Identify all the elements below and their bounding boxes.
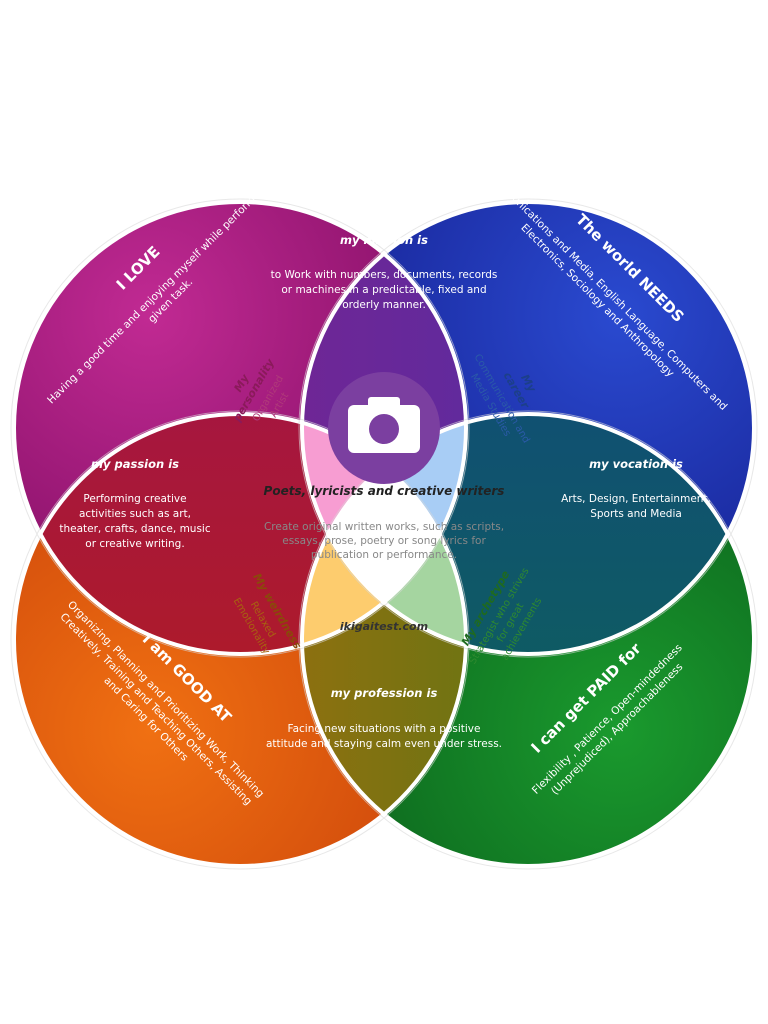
circle-outlines (12, 200, 756, 868)
profession-text-line2: attitude and staying calm even under str… (266, 738, 502, 750)
passion-text-line4: or creative writing. (85, 538, 184, 550)
profession-title: my profession is (331, 686, 438, 700)
profession-text-line1: Facing new situations with a positive (288, 723, 481, 735)
passion-text-line1: Performing creative (83, 493, 186, 505)
center-title: Poets, lyricists and creative writers (264, 484, 505, 498)
center-desc-line1: Create original written works, such as s… (264, 521, 504, 533)
camera-icon (328, 372, 440, 484)
mission-text-line2: or machines in a predictable, fixed and (281, 284, 486, 296)
passion-title: my passion is (91, 457, 179, 471)
center-desc-line3: publication or performance. (311, 549, 457, 561)
passion-label-group: my passion is Performing creative activi… (59, 457, 210, 550)
mission-text-line1: to Work with numbers, documents, records (271, 269, 498, 281)
profession-label-group: my profession is Facing new situations w… (266, 686, 502, 750)
mission-label-group: my mission is to Work with numbers, docu… (271, 233, 498, 311)
mission-text-line3: orderly manner. (342, 299, 426, 311)
vocation-text-line2: Sports and Media (590, 508, 682, 520)
mission-title: my mission is (340, 233, 428, 247)
passion-text-line2: activities such as art, (79, 508, 191, 520)
vocation-text-line1: Arts, Design, Entertainment, (561, 493, 711, 505)
vocation-label-group: my vocation is Arts, Design, Entertainme… (561, 457, 711, 520)
vocation-title: my vocation is (589, 457, 683, 471)
passion-text-line3: theater, crafts, dance, music (59, 523, 210, 535)
center-desc-line2: essays, prose, poetry or song lyrics for (282, 535, 486, 547)
site-url[interactable]: ikigaitest.com (340, 620, 428, 633)
